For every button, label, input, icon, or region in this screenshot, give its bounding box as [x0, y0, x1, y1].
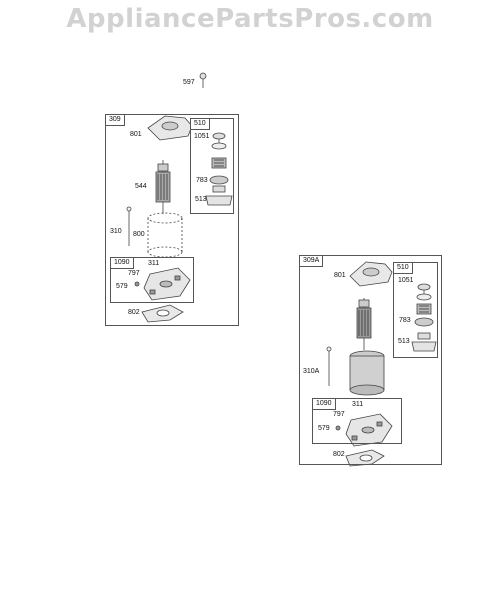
part-label-597[interactable]: 597	[183, 79, 195, 86]
subgroup-1090b-label: 1090	[313, 399, 336, 410]
part-label-783[interactable]: 783	[196, 177, 208, 184]
part-label-801[interactable]: 801	[130, 131, 142, 138]
gasket-802-icon	[141, 304, 184, 323]
part-label-797b[interactable]: 797	[333, 411, 345, 418]
part-label-311b[interactable]: 311	[352, 401, 364, 408]
part-label-310[interactable]: 310	[110, 228, 122, 235]
part-label-801b[interactable]: 801	[334, 272, 346, 279]
part-label-513[interactable]: 513	[195, 196, 207, 203]
part-label-797[interactable]: 797	[128, 270, 140, 277]
part-label-802[interactable]: 802	[128, 309, 140, 316]
assembly-309-box: 309	[105, 114, 239, 326]
drive-513-icon	[205, 185, 233, 206]
brush-plate-311-icon	[143, 267, 191, 301]
part-label-513b[interactable]: 513	[398, 338, 410, 345]
spring-1051b-icon	[416, 283, 432, 301]
end-cap-801-icon	[147, 115, 193, 141]
armature-b-icon	[356, 298, 372, 350]
screw-579-icon	[134, 281, 140, 287]
bolt-310a-icon	[326, 346, 332, 386]
end-cap-801b-icon	[349, 261, 393, 287]
assembly-309-label: 309	[106, 115, 125, 126]
bolt-310-icon	[126, 206, 132, 246]
subgroup-510b-label: 510	[394, 263, 413, 274]
housing-800-icon	[147, 212, 183, 258]
screw-597-icon	[199, 72, 207, 88]
part-label-311[interactable]: 311	[148, 260, 160, 267]
part-label-544[interactable]: 544	[135, 183, 147, 190]
part-label-1051b[interactable]: 1051	[398, 277, 414, 284]
screw-579b-icon	[335, 425, 341, 431]
assembly-309a-box: 309A	[299, 255, 442, 465]
subgroup-510-box: 510	[190, 118, 234, 214]
housing-b-icon	[349, 350, 385, 396]
drive-513b-icon	[411, 332, 437, 352]
spring-1051-icon	[211, 132, 227, 150]
part-label-802b[interactable]: 802	[333, 451, 345, 458]
armature-544-icon	[155, 160, 171, 214]
subgroup-1090-label: 1090	[111, 258, 134, 269]
brush-plate-311b-icon	[345, 413, 393, 447]
gear-783b-icon	[414, 303, 434, 327]
gear-783-icon	[209, 157, 229, 185]
part-label-310a[interactable]: 310A	[303, 368, 320, 375]
watermark: AppliancePartsPros.com	[66, 4, 434, 34]
assembly-309a-label: 309A	[300, 256, 324, 267]
part-label-800[interactable]: 800	[133, 231, 145, 238]
subgroup-1090-box: 1090	[110, 257, 194, 303]
part-label-783b[interactable]: 783	[399, 317, 411, 324]
part-label-1051[interactable]: 1051	[194, 133, 210, 140]
part-label-579[interactable]: 579	[116, 283, 128, 290]
subgroup-1090b-box: 1090	[312, 398, 402, 444]
subgroup-510b-box: 510	[393, 262, 438, 358]
subgroup-510-label: 510	[191, 119, 210, 130]
part-label-579b[interactable]: 579	[318, 425, 330, 432]
